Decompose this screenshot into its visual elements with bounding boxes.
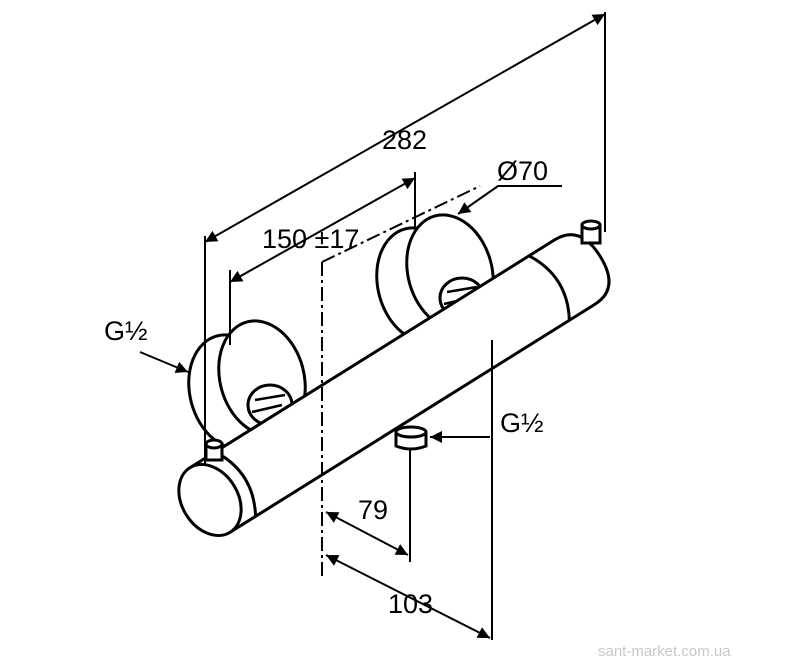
- dimension-thread-left: G½: [104, 316, 148, 346]
- bottom-outlet: [394, 425, 428, 451]
- dimension-103: 103: [388, 589, 434, 619]
- dimension-79: 79: [358, 495, 389, 525]
- dimension-thread-outlet: G½: [500, 408, 544, 438]
- dimension-150: 150 ±17: [262, 224, 360, 254]
- wall-mount-left: [187, 319, 307, 451]
- dimension-282: 282: [382, 125, 428, 155]
- dimension-lines: [139, 12, 606, 640]
- watermark: sant-market.com.ua: [598, 643, 731, 660]
- dimension-diameter: Ø70: [497, 156, 549, 186]
